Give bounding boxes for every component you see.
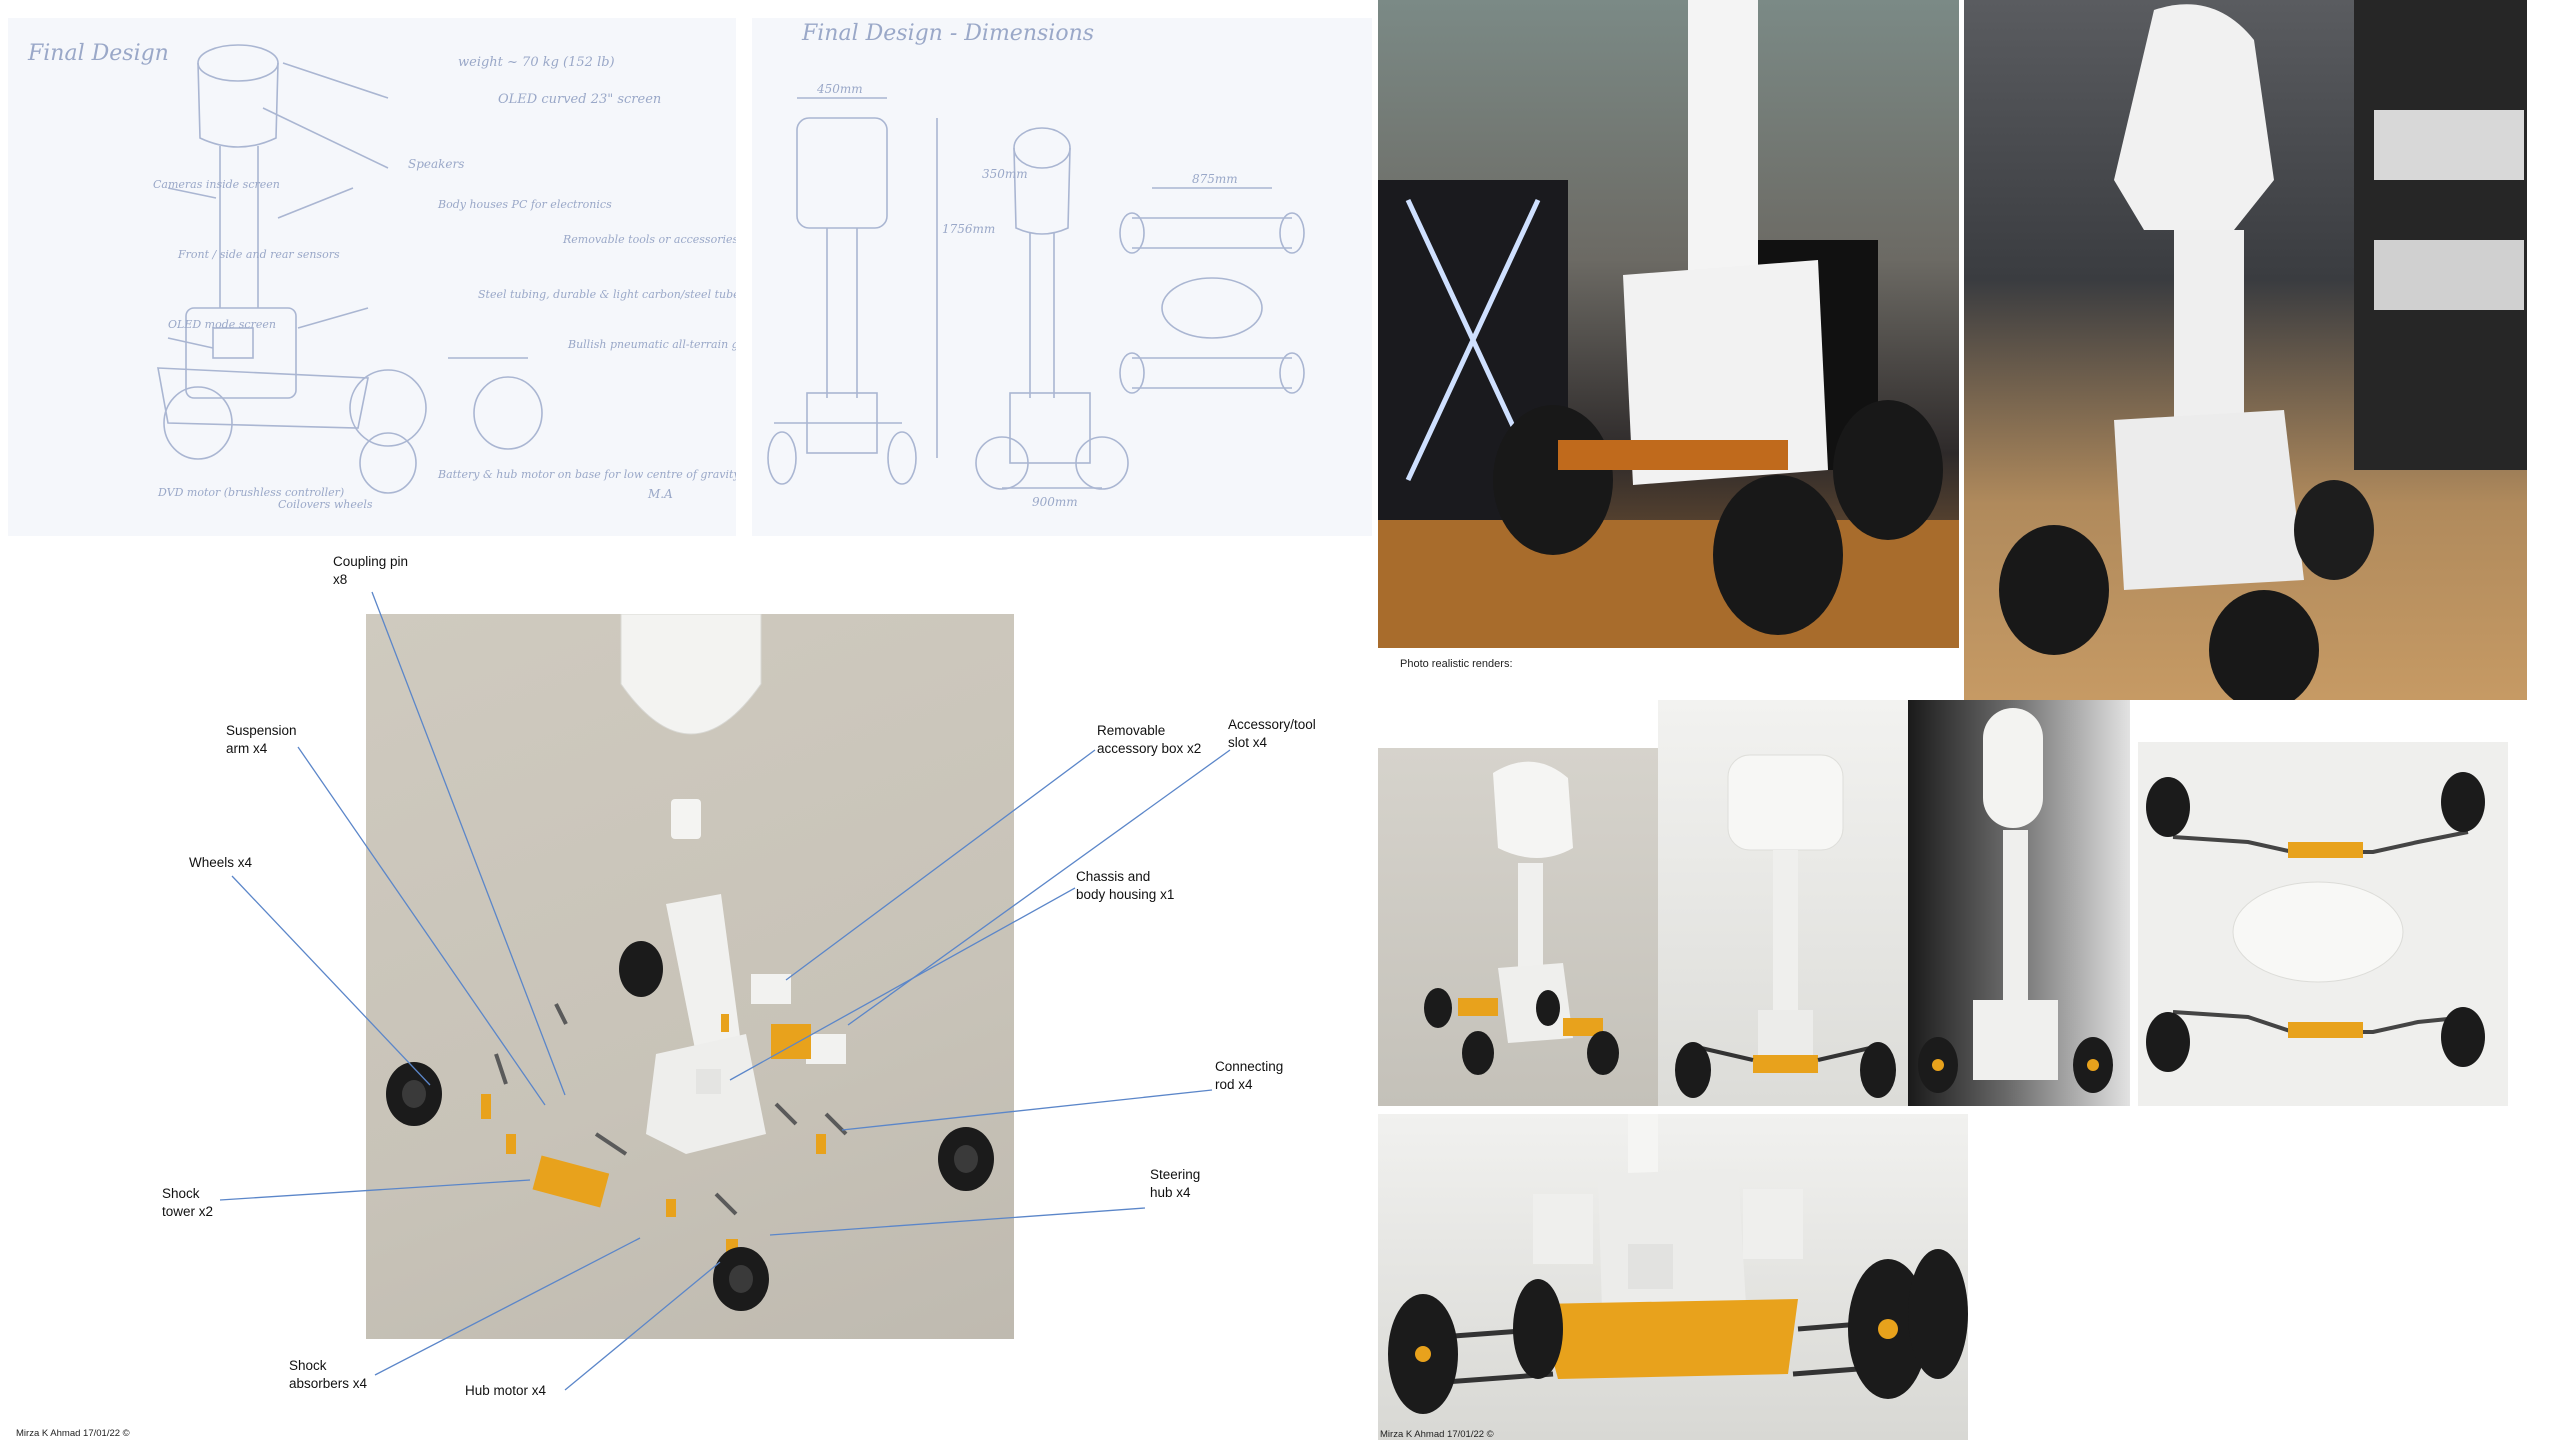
svg-text:1756mm: 1756mm (942, 222, 995, 236)
render-perspective-shapes (1424, 761, 1619, 1075)
render-front-light (1658, 700, 1908, 1106)
svg-text:350mm: 350mm (982, 167, 1028, 181)
svg-text:Bullish pneumatic all-terrain: Bullish pneumatic all-terrain grip tyres (567, 338, 736, 351)
sketch1-title: Final Design (27, 41, 169, 66)
photo-floor-shapes (1999, 0, 2527, 700)
render-closeup-shapes (1388, 1114, 1968, 1414)
svg-text:Removable tools or accessories: Removable tools or accessories box for t… (562, 233, 736, 246)
sketch2-drawing: Final Design - Dimensions 450mm 350mm 17… (767, 21, 1305, 509)
prototype-photo-desk (1378, 0, 1959, 648)
label-hub-motor: Hub motor x4 (465, 1383, 547, 1398)
sketch-drawing: Final Design weight ~ 70 kg (152 lb) OLE… (27, 41, 736, 511)
credit-left: Mirza K Ahmad 17/01/22 © (16, 1428, 130, 1439)
svg-text:450mm: 450mm (816, 82, 863, 96)
render-front-light-shapes (1675, 754, 1896, 1098)
svg-text:weight ~ 70 kg (152 lb): weight ~ 70 kg (152 lb) (458, 55, 615, 70)
label-wheels: Wheels x4 (189, 855, 253, 870)
svg-text:Battery & hub motor on base fo: Battery & hub motor on base for low cent… (437, 468, 736, 481)
concept-sketch-dimensions: Final Design - Dimensions 450mm 350mm 17… (752, 18, 1372, 536)
render-top-view-shapes (2146, 772, 2485, 1072)
svg-text:Speakers: Speakers (408, 157, 464, 171)
svg-text:Body houses PC for electronics: Body houses PC for electronics (437, 198, 612, 211)
svg-text:900mm: 900mm (1032, 495, 1078, 509)
svg-text:M.A: M.A (647, 487, 673, 501)
svg-text:OLED curved 23" screen: OLED curved 23" screen (498, 92, 661, 107)
svg-text:Front / side and rear sensors: Front / side and rear sensors (177, 248, 340, 261)
render-front-dark (1908, 700, 2130, 1106)
render-closeup-chassis (1378, 1114, 1968, 1440)
credit-right: Mirza K Ahmad 17/01/22 © (1380, 1429, 1494, 1440)
photo-desk-shapes (1378, 0, 1959, 648)
render-top-view (2138, 742, 2508, 1106)
svg-text:DVD motor (brushless controlle: DVD motor (brushless controller) (157, 486, 344, 499)
svg-text:Steel tubing, durable & light: Steel tubing, durable & light carbon/ste… (478, 288, 736, 301)
render-perspective (1378, 748, 1658, 1106)
sketch2-title: Final Design - Dimensions (801, 21, 1094, 46)
exploded-parts (386, 614, 994, 1311)
svg-text:875mm: 875mm (1192, 172, 1238, 186)
photo-caption: Photo realistic renders: (1400, 658, 1513, 670)
exploded-view-render (366, 614, 1014, 1339)
svg-text:OLED mode screen: OLED mode screen (168, 318, 276, 331)
svg-text:Cameras inside screen: Cameras inside screen (153, 178, 280, 191)
svg-text:Coilovers wheels: Coilovers wheels (278, 498, 373, 511)
prototype-photo-floor (1964, 0, 2527, 700)
concept-sketch-final-design: Final Design weight ~ 70 kg (152 lb) OLE… (8, 18, 736, 536)
render-front-dark-shapes (1918, 708, 2113, 1093)
